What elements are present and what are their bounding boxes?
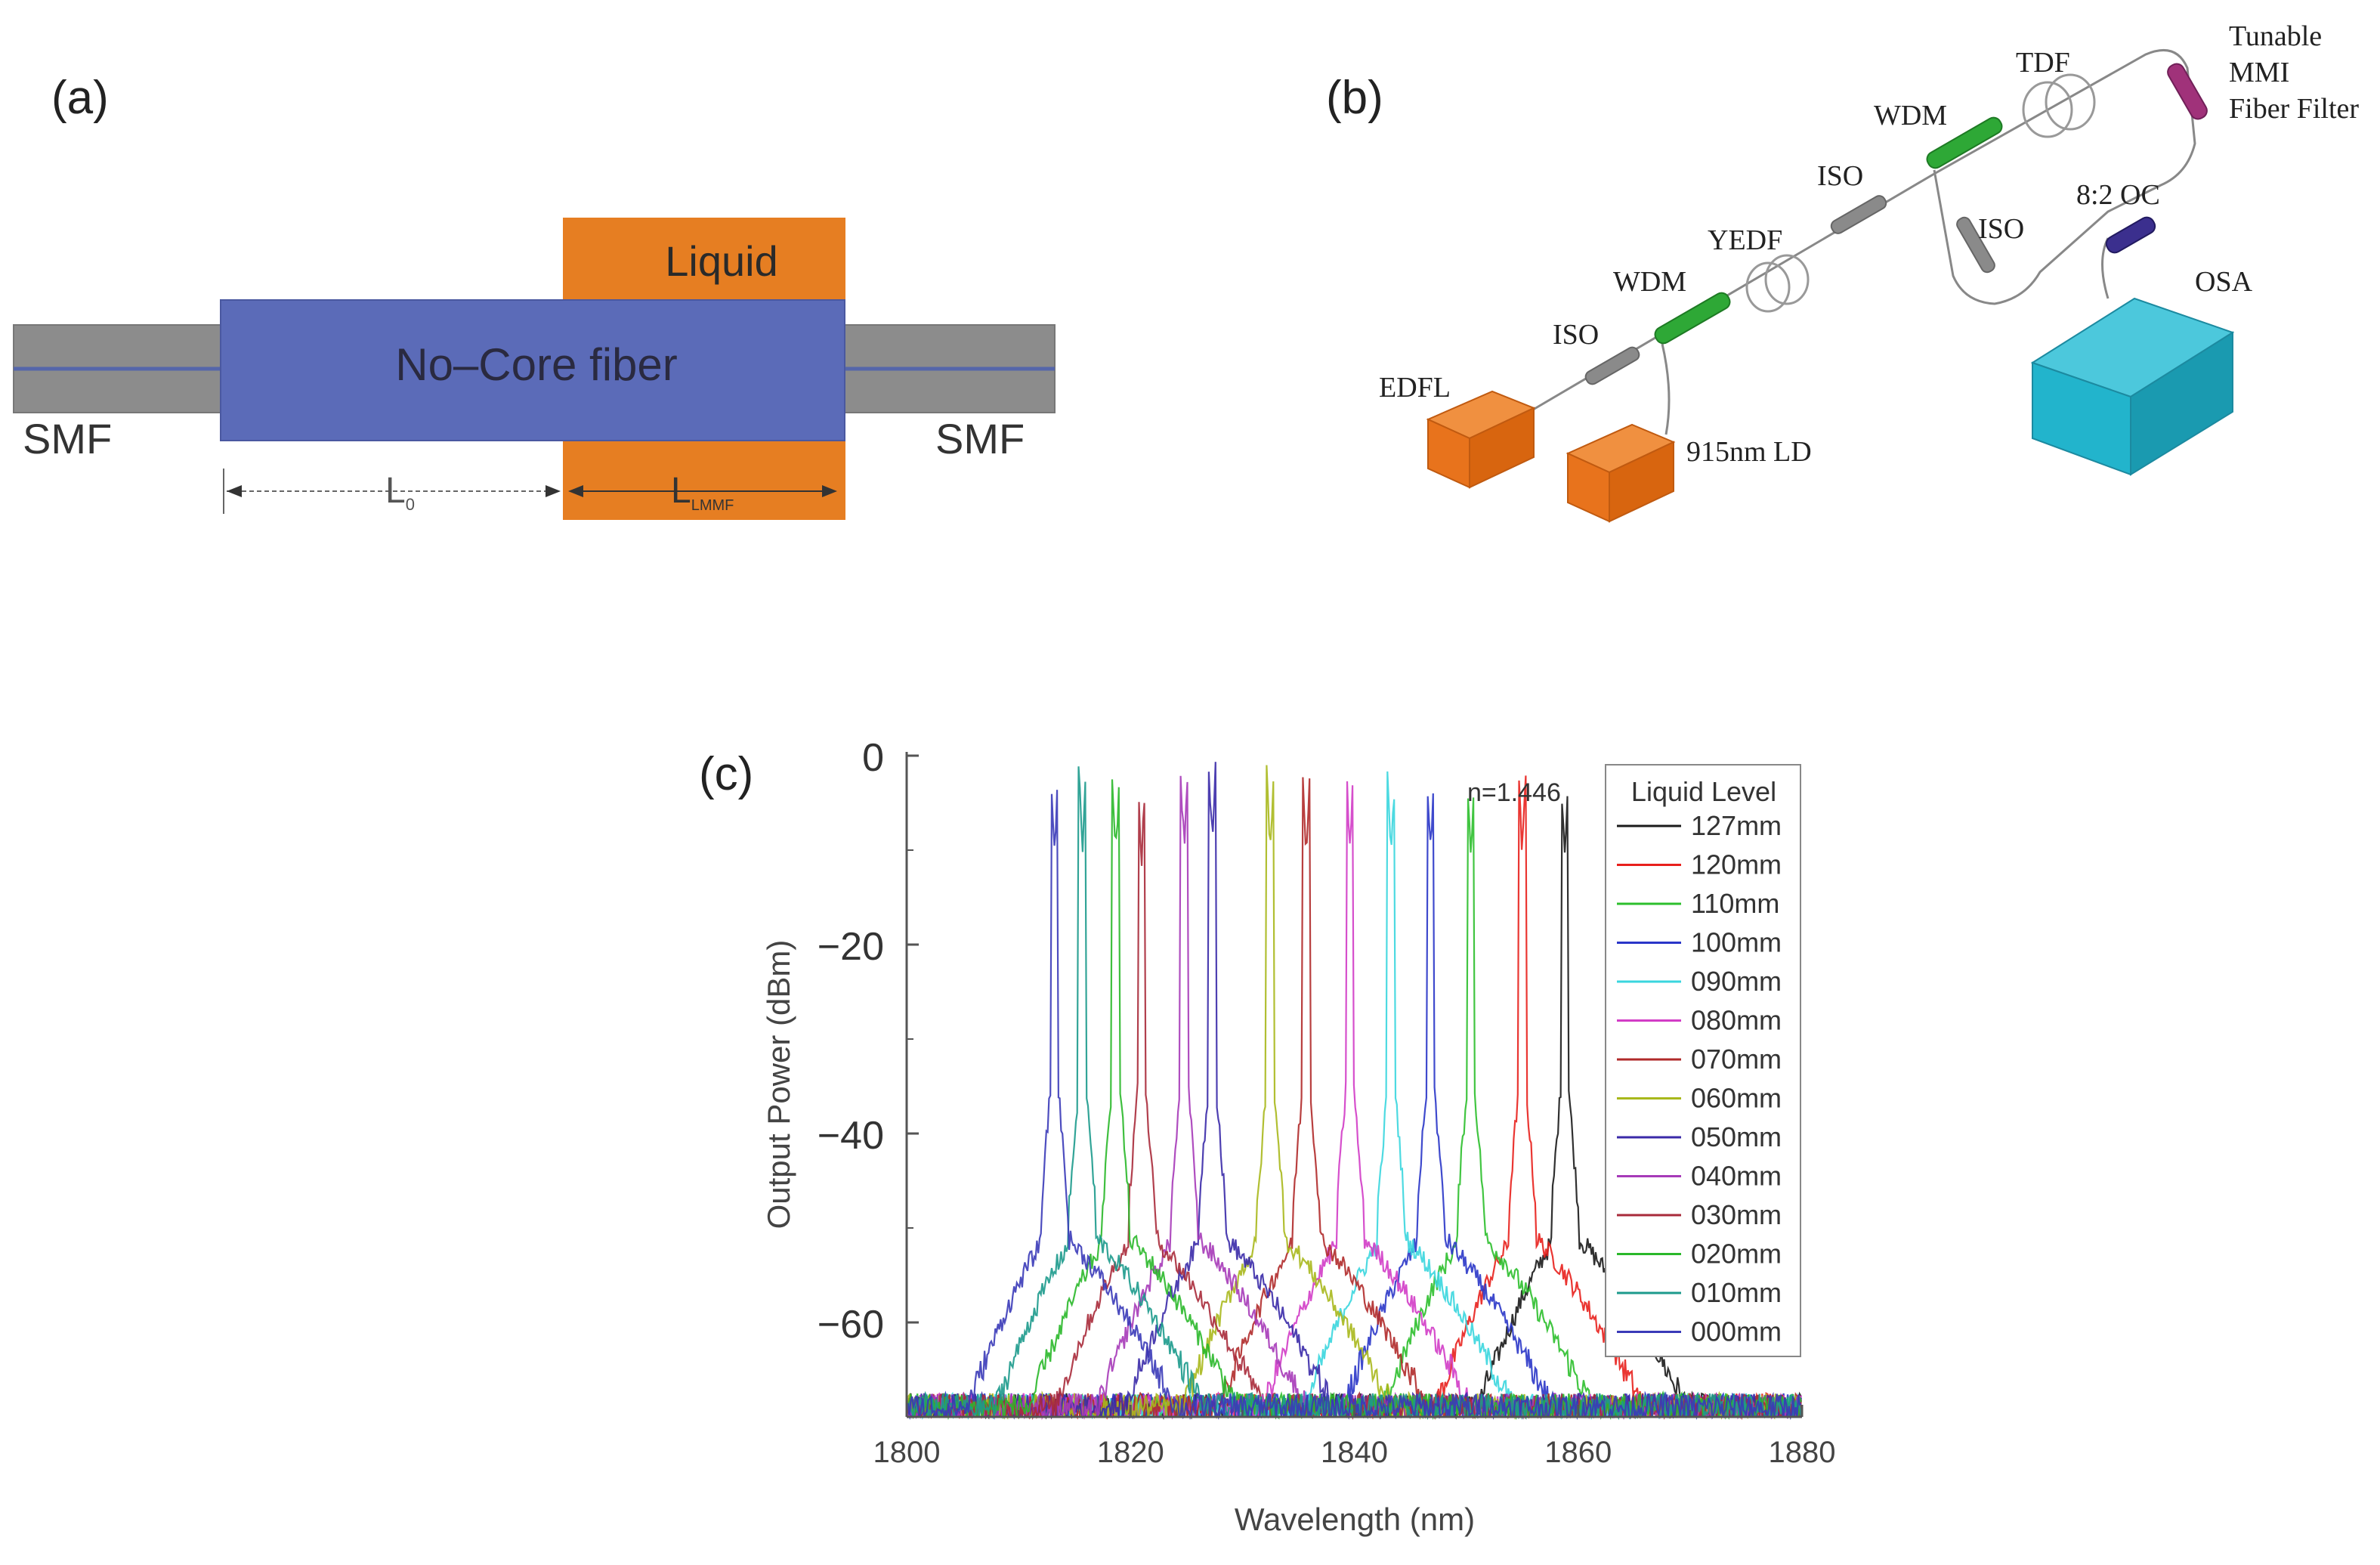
- wdm-2-label: WDM: [1874, 100, 1947, 131]
- x-tick-label: 1820: [1097, 1436, 1164, 1469]
- tdf-label: TDF: [2016, 47, 2070, 79]
- legend-label: 127mm: [1691, 810, 1782, 841]
- axis-ticks: 1800 1820 1840 1860 1880 0 −20 −40 −60: [818, 736, 1836, 1469]
- filter-label-1: Tunable: [2229, 20, 2322, 52]
- panel-c: (c) 1800 1820 1840 1860 1880 0 −20 −40 −60 n=1.4…: [699, 736, 1835, 1537]
- panel-a: (a) Liquid No–Core fiber SMF SMF L0 LLMM…: [13, 72, 1056, 520]
- iso-2-label: ISO: [1817, 160, 1863, 192]
- panel-a-label: (a): [51, 72, 109, 124]
- y-tick-label: −20: [818, 925, 884, 969]
- iso-2: [1830, 195, 1887, 234]
- iso-3-label: ISO: [1978, 213, 2024, 245]
- legend-label: 050mm: [1691, 1121, 1782, 1152]
- panel-b-label: (b): [1326, 72, 1383, 124]
- x-tick-label: 1800: [873, 1436, 941, 1469]
- tdf-coil: [2022, 73, 2096, 138]
- legend-label: 090mm: [1691, 966, 1782, 997]
- legend-label: 120mm: [1691, 849, 1782, 880]
- legend-title: Liquid Level: [1631, 776, 1776, 807]
- filter-label-2: MMI: [2229, 57, 2289, 88]
- x-tick-label: 1880: [1769, 1436, 1836, 1469]
- iso-1-label: ISO: [1553, 319, 1599, 351]
- x-tick-label: 1840: [1321, 1436, 1388, 1469]
- legend-label: 000mm: [1691, 1316, 1782, 1347]
- yedf-coil: [1745, 254, 1810, 313]
- llmmf-arrow-left: [568, 485, 583, 497]
- osa-box: [2030, 297, 2235, 476]
- osa-label: OSA: [2195, 266, 2253, 298]
- edfl-box: [1426, 390, 1536, 489]
- legend-label: 060mm: [1691, 1083, 1782, 1114]
- yedf-label: YEDF: [1708, 224, 1782, 256]
- fiber-ld-connector: [1661, 343, 1671, 435]
- panel-c-label: (c): [699, 748, 753, 800]
- fiber-main-path: [1503, 48, 2196, 428]
- no-core-fiber: [220, 299, 845, 441]
- legend-items: 127mm 120mm 110mm 100mm 090mm 080mm 070mm 060mm…: [1617, 810, 1782, 1347]
- legend: Liquid Level 127mm 120mm 110mm 100mm 090mm 08…: [1605, 764, 1801, 1357]
- plot-area: 1800 1820 1840 1860 1880 0 −20 −40 −60: [818, 736, 1836, 1469]
- l0-arrow-right: [546, 485, 561, 497]
- x-axis-label: Wavelength (nm): [1235, 1502, 1475, 1537]
- x-tick-label: 1860: [1544, 1436, 1612, 1469]
- wdm-2: [1926, 116, 2003, 169]
- iso-3: [1956, 216, 1995, 274]
- ld-box: [1566, 423, 1676, 523]
- legend-label: 080mm: [1691, 1005, 1782, 1036]
- edfl-label: EDFL: [1379, 372, 1451, 404]
- llmmf-arrow-right: [822, 485, 837, 497]
- liquid-label: Liquid: [665, 237, 777, 285]
- tunable-mmi-filter: [2167, 63, 2208, 120]
- oc-coupler: [2105, 216, 2156, 254]
- ld-label: 915nm LD: [1686, 436, 1812, 468]
- filter-label-3: Fiber Filter: [2229, 93, 2359, 125]
- panel-b: (b): [1326, 20, 2359, 523]
- y-tick-label: 0: [862, 736, 884, 780]
- iso-1: [1584, 346, 1640, 385]
- y-tick-label: −60: [818, 1303, 884, 1347]
- oc-label: 8:2 OC: [2076, 179, 2160, 211]
- legend-label: 040mm: [1691, 1161, 1782, 1192]
- smf-left-label: SMF: [23, 415, 112, 462]
- legend-label: 010mm: [1691, 1277, 1782, 1308]
- l0-arrow-left: [227, 485, 242, 497]
- wdm-1-label: WDM: [1613, 266, 1686, 298]
- legend-label: 110mm: [1691, 888, 1779, 919]
- annotation-n: n=1.446: [1467, 778, 1561, 807]
- legend-label: 020mm: [1691, 1239, 1782, 1270]
- no-core-fiber-label: No–Core fiber: [395, 339, 678, 390]
- smf-right-label: SMF: [935, 415, 1025, 462]
- legend-label: 070mm: [1691, 1044, 1782, 1075]
- llmmf-label: LLMMF: [671, 471, 734, 514]
- wdm-1: [1654, 292, 1731, 345]
- liquid-top: [563, 218, 845, 302]
- liquid-bottom: [563, 438, 845, 520]
- legend-label: 100mm: [1691, 927, 1782, 958]
- l0-label: L0: [385, 471, 415, 514]
- y-axis-label: Output Power (dBm): [761, 940, 796, 1229]
- legend-label: 030mm: [1691, 1199, 1782, 1230]
- y-tick-label: −40: [818, 1114, 884, 1158]
